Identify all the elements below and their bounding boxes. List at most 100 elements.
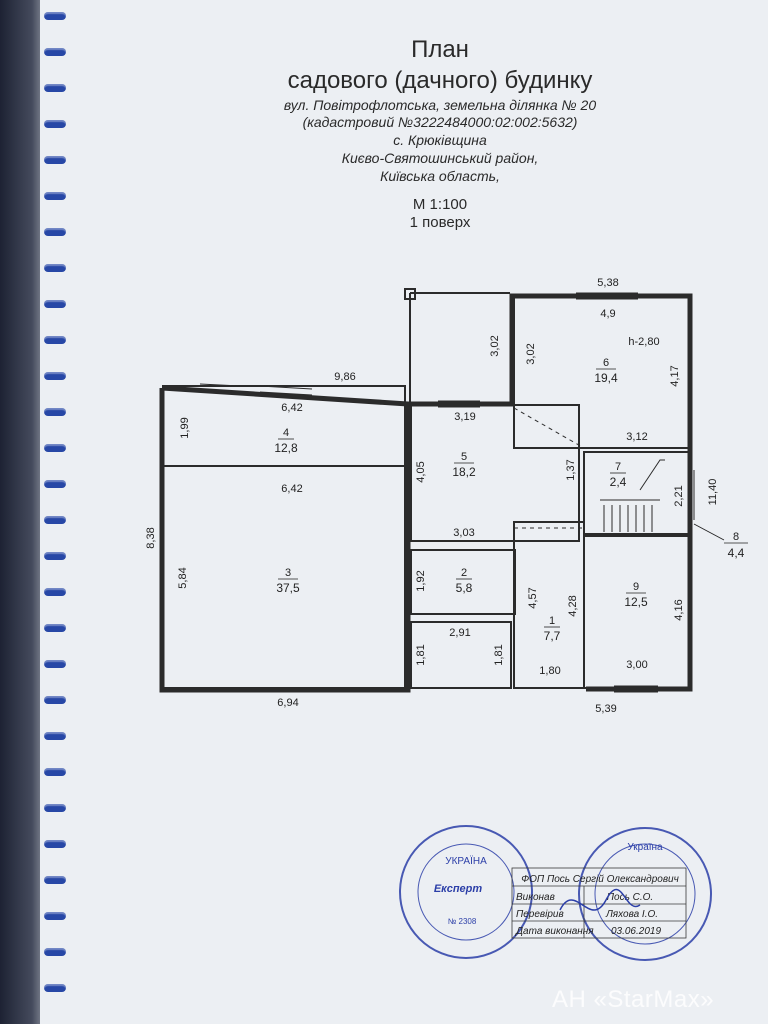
dim-539: 5,39 [595,703,616,715]
dim-457: 4,57 [527,587,539,608]
room-area: 5,8 [456,581,473,595]
room-area: 4,4 [728,546,745,560]
dim-302-left: 3,02 [489,335,501,356]
stamp-date-value: 03.06.2019 [611,926,661,937]
binding-coil [44,12,66,20]
binding-coil [44,300,66,308]
room-9: 9 12,5 [624,581,648,609]
dim-584: 5,84 [177,567,189,588]
watermark: АН «StarMax» [552,986,715,1013]
room-2: 2 5,8 [456,567,473,595]
binding-coil [44,876,66,884]
village-line: с. Крюківщина [393,132,487,148]
dim-1140: 11,40 [707,479,719,506]
binding-coil [44,552,66,560]
plan-subtitle: садового (дачного) будинку [287,67,593,94]
dim-986: 9,86 [334,371,355,383]
room-number: 2 [461,567,467,579]
binding-coil [44,480,66,488]
stamp-executed-label: Виконав [516,892,555,903]
dim-181-right: 1,81 [493,644,505,665]
binding-coil [44,120,66,128]
room-6: 6 19,4 [594,357,618,385]
left-seal [399,825,533,959]
walls [159,293,693,693]
stamp-date-label: Дата виконання [515,926,594,937]
room-8: 8 4,4 [693,523,748,560]
binding-coil [44,228,66,236]
room-area: 12,8 [274,441,298,455]
address-line: вул. Повітрофлотська, земельна ділянка №… [283,97,597,113]
binding-coil [44,984,66,992]
dim-405: 4,05 [415,461,427,482]
room-number: 6 [603,357,609,369]
dim-838: 8,38 [145,527,157,548]
dim-538: 5,38 [597,277,618,289]
room-area: 19,4 [594,371,618,385]
binding-coil [44,444,66,452]
binding-coil [44,840,66,848]
dim-199: 1,99 [179,417,191,438]
dim-49: 4,9 [600,308,615,320]
stairs [600,459,665,532]
scale-label: М 1:100 [412,196,468,213]
binding-coil [44,408,66,416]
signature [559,888,641,911]
cadastral-line: (кадастровий №3222484000:02:002:5632) [302,114,578,130]
dim-137: 1,37 [565,459,577,480]
windows [199,292,695,693]
dim-300: 3,00 [626,659,647,671]
right-seal [578,827,712,961]
binding-coil [44,192,66,200]
binding-coil [44,732,66,740]
region-line: Київська область, [380,168,500,184]
dim-192: 1,92 [415,570,427,591]
binding-coil [44,48,66,56]
stamp-executed-name: Пось С.О. [607,892,653,903]
room-4: 4 12,8 [274,427,298,455]
room-number: 5 [461,451,467,463]
room-number: 7 [615,461,621,473]
binding-coil [44,768,66,776]
stamp-table [511,867,687,939]
dim-416: 4,16 [673,599,685,620]
left-seal-word: Експерт [434,883,483,895]
room-area: 7,7 [544,629,561,643]
dim-417: 4,17 [669,365,681,386]
stamp-checked-name: Ляхова І.О. [605,909,658,920]
inner-walls [162,288,691,689]
binding-coil [44,336,66,344]
room-area: 37,5 [276,581,300,595]
dim-642-mid: 6,42 [281,483,302,495]
dashed-lines [513,407,585,529]
room-number: 4 [283,427,289,439]
dim-221: 2,21 [673,485,685,506]
floor-label: 1 поверх [409,214,471,231]
right-seal-top-text: Україна [627,842,663,853]
room-number: 1 [549,615,555,627]
dim-319: 3,19 [454,411,475,423]
binding-coil [44,84,66,92]
binding-coil [44,804,66,812]
dim-694: 6,94 [277,697,298,709]
room-7: 7 2,4 [610,461,627,489]
dim-h280: h-2,80 [628,336,659,348]
dim-428: 4,28 [567,595,579,616]
binding-coil [44,588,66,596]
plan-title: План [411,36,469,63]
stamp-org: ФОП Пось Сергій Олександрович [521,874,679,885]
binding-coil [44,156,66,164]
dim-312: 3,12 [626,431,647,443]
district-line: Києво-Святошинський район, [341,150,539,166]
binding-coil [44,624,66,632]
room-1: 1 7,7 [544,615,561,643]
left-seal-top-text: УКРАЇНА [445,855,487,867]
dim-303: 3,03 [453,527,474,539]
binding-coil [44,264,66,272]
room-number: 8 [733,531,739,543]
room-area: 2,4 [610,475,627,489]
left-seal-number: № 2308 [448,917,477,926]
binding-coil [44,696,66,704]
room-5: 5 18,2 [452,451,476,479]
